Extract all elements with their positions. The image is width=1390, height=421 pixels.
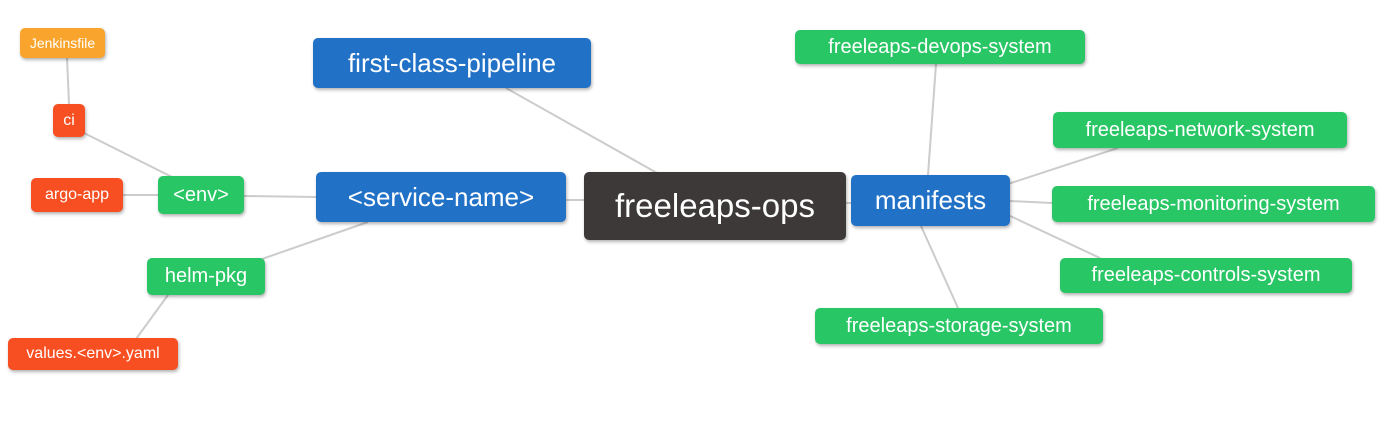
node-ci[interactable]: ci [53, 104, 85, 137]
node-argo-app[interactable]: argo-app [31, 178, 123, 212]
edge-ci-env [83, 132, 175, 179]
node-manifests[interactable]: manifests [851, 175, 1010, 226]
edge-pipeline-ops [505, 87, 658, 174]
edge-manifests-storage [920, 225, 959, 309]
edge-manifests-monitoring [1009, 200, 1053, 204]
node-values-env-yaml[interactable]: values.<env>.yaml [8, 338, 178, 370]
edge-values-yaml-helm-pkg [135, 294, 169, 340]
edge-manifests-devops [927, 63, 937, 176]
node-first-class-pipeline[interactable]: first-class-pipeline [313, 38, 591, 88]
edge-jenkinsfile-ci [66, 57, 70, 105]
node-freeleaps-storage-system[interactable]: freeleaps-storage-system [815, 308, 1103, 344]
node-freeleaps-devops-system[interactable]: freeleaps-devops-system [795, 30, 1085, 64]
node-freeleaps-monitoring-system[interactable]: freeleaps-monitoring-system [1052, 186, 1375, 222]
edge-helm-pkg-service-name [261, 221, 369, 260]
node-freeleaps-ops[interactable]: freeleaps-ops [584, 172, 846, 240]
node-freeleaps-network-system[interactable]: freeleaps-network-system [1053, 112, 1347, 148]
node-env[interactable]: <env> [158, 176, 244, 214]
edge-env-service-name [243, 195, 317, 198]
edge-manifests-controls [1007, 214, 1101, 259]
edge-manifests-network [1007, 147, 1119, 185]
node-jenkinsfile[interactable]: Jenkinsfile [20, 28, 105, 58]
node-freeleaps-controls-system[interactable]: freeleaps-controls-system [1060, 258, 1352, 293]
node-helm-pkg[interactable]: helm-pkg [147, 258, 265, 295]
node-service-name[interactable]: <service-name> [316, 172, 566, 222]
